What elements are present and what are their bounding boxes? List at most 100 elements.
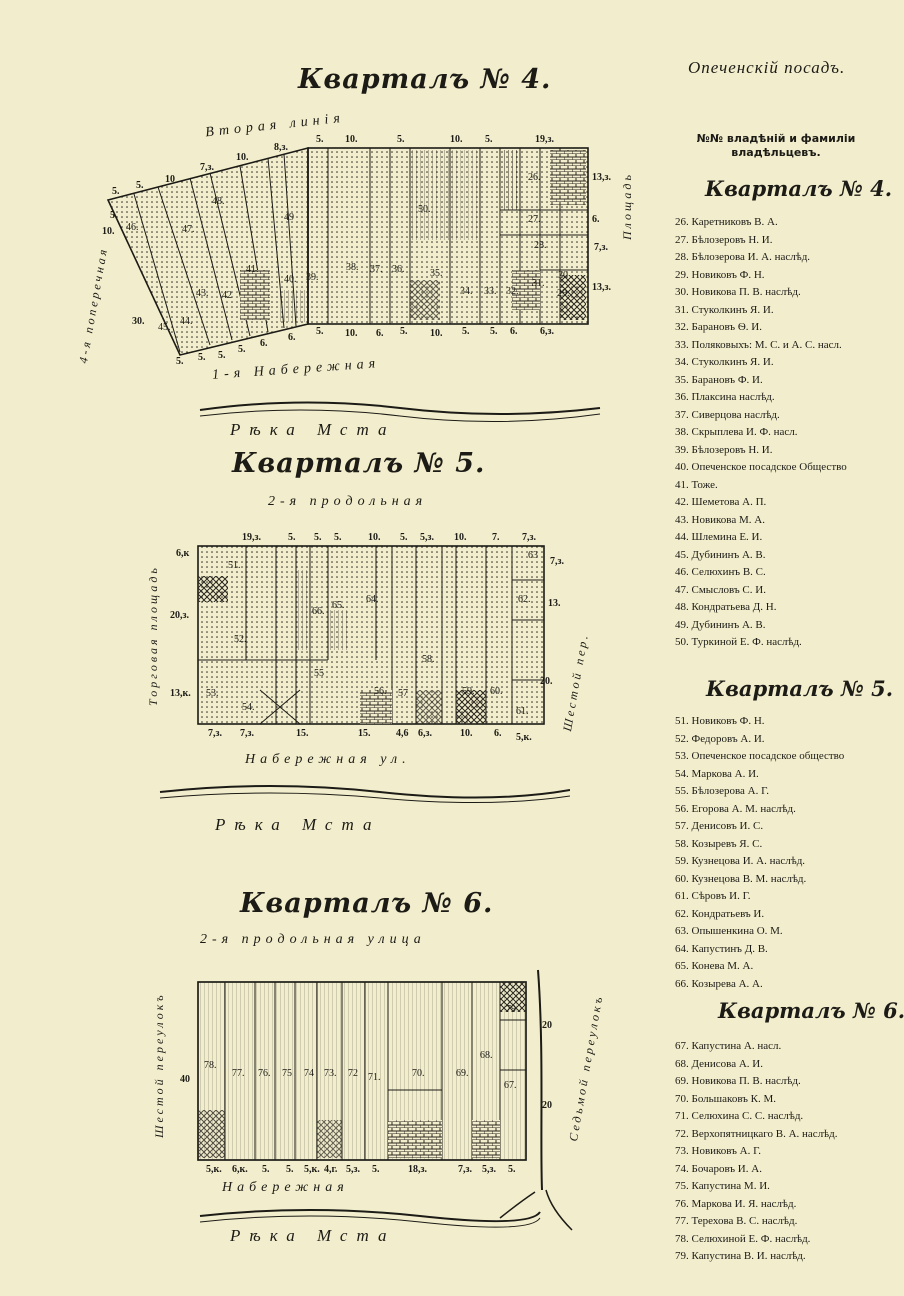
q4-top-number: 10. xyxy=(345,134,358,145)
owner-item: 49. Дубининъ А. В. xyxy=(675,618,766,631)
owner-item: 56. Егорова А. М. наслѣд. xyxy=(675,802,796,815)
owner-item: 47. Смысловъ С. И. xyxy=(675,583,766,596)
quarter-4-title: Кварталъ № 4. xyxy=(298,64,552,95)
q5-top-number: 5. xyxy=(288,532,296,543)
q5-plot-label: 60. xyxy=(490,686,503,697)
owner-item: 63. Опышенкина О. М. xyxy=(675,925,783,937)
owners-q6-title: Кварталъ № 6. xyxy=(718,998,904,1023)
owner-item: 75. Капустина М. И. xyxy=(675,1180,770,1192)
q6-bottom-number: 5. xyxy=(372,1164,380,1175)
q5-plot-label: 52. xyxy=(234,634,247,645)
q5-plot-label: 63 xyxy=(528,550,538,561)
quarter-5-title: Кварталъ № 5. xyxy=(232,448,486,479)
owner-item: 59. Кузнецова И. А. наслѣд. xyxy=(675,855,806,867)
q6-bottom-number: 5. xyxy=(262,1164,270,1175)
q5-plot-label: 57 xyxy=(398,688,408,699)
q4-bottom-number: 5. xyxy=(316,326,324,337)
owner-item: 30. Новикова П. В. наслѣд. xyxy=(675,286,801,298)
owners-q4-list: 26. Каретниковъ В. А.27. Бѣлозеровъ Н. И… xyxy=(675,214,904,652)
q5-river: Рѣка Мста xyxy=(215,815,381,834)
q5-bottom-number: 6. xyxy=(494,728,502,739)
owner-item: 39. Бѣлозеровъ Н. И. xyxy=(675,443,773,456)
q4-right-number: 7,з. xyxy=(594,242,609,253)
q6-bottom-number: 5. xyxy=(508,1164,516,1175)
q4-bottom-left-number: 5. xyxy=(238,344,246,355)
q4-plot-label: 44. xyxy=(180,316,193,327)
q6-bottom-number: 5,з. xyxy=(482,1164,497,1175)
q4-plot-label: 38. xyxy=(346,262,359,273)
q6-plot-label: 67. xyxy=(504,1080,517,1091)
q5-plot-label: 51. xyxy=(228,560,241,571)
q6-plot-label: 70. xyxy=(412,1068,425,1079)
q4-bottom-number: 5. xyxy=(490,326,498,337)
owner-item: 42. Шеметова А. П. xyxy=(675,496,767,508)
q6-bottom-number: 5,к. xyxy=(206,1164,222,1175)
q4-top-left-number: 10 xyxy=(165,174,175,185)
q5-bottom-number: 7,з. xyxy=(208,728,223,739)
owner-item: 77. Терехова В. С. наслѣд. xyxy=(675,1215,798,1227)
q6-river: Рѣка Мста xyxy=(230,1226,396,1245)
q5-plot-label: 61. xyxy=(516,706,529,717)
q5-plot-label: 55 xyxy=(314,668,324,679)
q6-bottom-number: 5,з. xyxy=(346,1164,361,1175)
q5-top-number: 5. xyxy=(334,532,342,543)
q4-right-street: Площадь xyxy=(620,172,634,240)
owner-item: 73. Новиковъ А. Г. xyxy=(675,1145,761,1157)
q5-left-number: 13,к. xyxy=(170,688,191,699)
q4-bottom-number: 10. xyxy=(345,328,358,339)
q5-plot-label: 65. xyxy=(332,600,345,611)
owner-item: 50. Туркиной Е. Ф. наслѣд. xyxy=(675,636,802,648)
q4-plot-label: 47. xyxy=(182,224,195,235)
owner-item: 78. Селюхиной Е. Ф. наслѣд. xyxy=(675,1232,811,1245)
q6-plot-label: 71. xyxy=(368,1072,381,1083)
quarter-4-plan xyxy=(106,146,601,423)
q5-bottom-number: 10. xyxy=(460,728,473,739)
owner-item: 37. Сиверцова наслѣд. xyxy=(675,408,780,421)
owner-item: 60. Кузнецова В. М. наслѣд. xyxy=(675,872,807,885)
q6-plot-label: 75 xyxy=(282,1068,292,1079)
q4-plot-label: 43. xyxy=(196,288,209,299)
q4-plot-label: 46. xyxy=(126,222,139,233)
q6-plot-label: 79 xyxy=(506,1004,516,1015)
q5-left-number: 20,з. xyxy=(170,610,190,621)
q6-plot-label: 74 xyxy=(304,1068,314,1079)
q6-bottom-number: 18,з. xyxy=(408,1164,428,1175)
q4-top-number: 5. xyxy=(316,134,324,145)
q6-bottom-number: 7,з. xyxy=(458,1164,473,1175)
q4-plot-label: 29. xyxy=(557,288,570,299)
q5-right-number: 7,з. xyxy=(550,556,565,567)
owner-item: 52. Федоровъ А. И. xyxy=(675,732,765,745)
q6-plot-label: 73. xyxy=(324,1068,337,1079)
owners-heading: №№ владѣній и фамиліи владѣльцевъ. xyxy=(696,132,856,159)
q5-plot-label: 66. xyxy=(312,606,325,617)
q5-right-number: 20. xyxy=(540,676,553,687)
q6-top-street: 2-я продольная улица xyxy=(200,932,426,947)
owner-item: 35. Барановъ Ф. И. xyxy=(675,373,763,386)
q4-bottom-left-number: 6. xyxy=(260,338,268,349)
quarter-5-plan xyxy=(159,545,570,804)
q6-bottom-number: 6,к. xyxy=(232,1164,248,1175)
owner-item: 33. Поляковыхъ: М. С. и А. С. насл. xyxy=(675,338,842,351)
q4-plot-label: 45. xyxy=(158,322,171,333)
owner-item: 29. Новиковъ Ф. Н. xyxy=(675,268,765,281)
q4-plot-label: 32. xyxy=(506,286,519,297)
q6-bottom-number: 5. xyxy=(286,1164,294,1175)
owner-item: 68. Денисова А. И. xyxy=(675,1057,763,1070)
owners-q6-list: 67. Капустина А. насл.68. Денисова А. И.… xyxy=(675,1038,904,1266)
q4-top-number: 10. xyxy=(450,134,463,145)
owner-item: 57. Денисовъ И. С. xyxy=(675,820,764,832)
q5-plot-label: 64. xyxy=(366,594,379,605)
q6-plot-label: 68. xyxy=(480,1050,493,1061)
q5-plot-label: 62. xyxy=(518,594,531,605)
owner-item: 32. Барановъ Ѳ. И. xyxy=(675,321,762,333)
q5-top-number: 5. xyxy=(314,532,322,543)
owner-item: 36. Плаксина наслѣд. xyxy=(675,391,775,403)
q5-plot-label: 59. xyxy=(462,686,475,697)
q6-bottom-number: 5,к. xyxy=(304,1164,320,1175)
q5-right-number: 13. xyxy=(548,598,561,609)
q4-river: Рѣка Мста xyxy=(230,420,396,439)
owner-item: 65. Конева М. А. xyxy=(675,960,754,972)
q5-top-number: 10. xyxy=(454,532,467,543)
q5-top-number: 7,з. xyxy=(522,532,537,543)
q6-right-number: 20 xyxy=(542,1020,552,1031)
